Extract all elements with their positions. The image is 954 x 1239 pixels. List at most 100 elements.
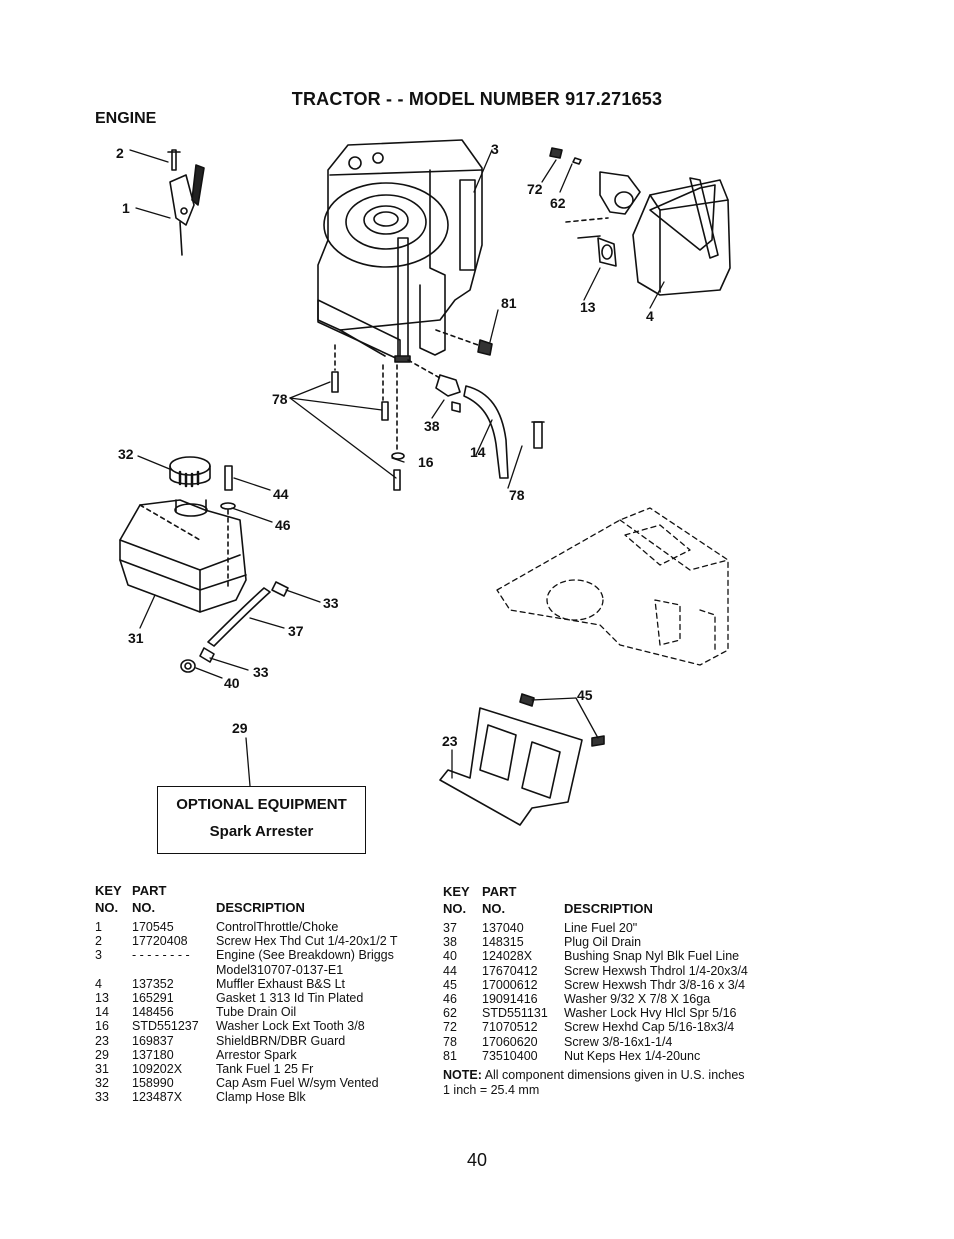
part-description: Washer Lock Ext Tooth 3/8	[216, 1019, 365, 1034]
part-description: Muffler Exhaust B&S Lt	[216, 976, 345, 991]
callout-3: 3	[491, 141, 499, 157]
base-plate-illustration	[496, 507, 729, 666]
part-number: 124028X	[482, 949, 533, 964]
part-number: 137180	[132, 1047, 174, 1062]
part-no-header: NO.	[482, 901, 506, 916]
part-number: 169837	[132, 1033, 174, 1048]
page-number: 40	[466, 1150, 488, 1170]
part-header: PART	[482, 884, 517, 899]
dimension-note: NOTE: All component dimensions given in …	[443, 1068, 745, 1097]
mounting-screws-illustration	[331, 344, 545, 491]
engine-illustration	[317, 139, 483, 363]
part-number: 148456	[132, 1005, 174, 1020]
optional-equipment-heading: OPTIONAL EQUIPMENT	[176, 796, 347, 813]
table-row: 29 137180 Arrestor Spark	[95, 1048, 435, 1062]
key-number: 4	[95, 976, 102, 991]
part-description: Tube Drain Oil	[216, 1005, 297, 1020]
callout-23: 23	[442, 733, 458, 749]
part-description: Tank Fuel 1 25 Fr	[216, 1062, 314, 1076]
part-description: Engine (See Breakdown) Briggs	[216, 948, 394, 963]
callout-4: 4	[646, 308, 654, 324]
key-number: 2	[95, 934, 102, 949]
table-row: Model310707-0137-E1	[95, 963, 435, 977]
part-number: 148315	[482, 935, 524, 950]
callout-37: 37	[288, 623, 304, 639]
table-row: 14 148456 Tube Drain Oil	[95, 1005, 435, 1019]
callout-33-upper: 33	[323, 595, 339, 611]
part-number: 17060620	[482, 1034, 538, 1049]
callout-33-lower: 33	[253, 664, 269, 680]
note-label: NOTE:	[443, 1068, 482, 1082]
part-description: Arrestor Spark	[216, 1047, 297, 1062]
fuel-tank-illustration	[119, 456, 247, 613]
callout-45: 45	[577, 687, 593, 703]
key-number: 33	[95, 1090, 109, 1105]
callout-13: 13	[580, 299, 596, 315]
table-row: 38 148315 Plug Oil Drain	[443, 935, 783, 949]
callout-29: 29	[232, 720, 248, 736]
callout-numbers: 2 1 3 72 62 81 13 4 78 38 14 16 78 32 44…	[116, 141, 654, 749]
key-number: 72	[443, 1020, 457, 1035]
key-number: 16	[95, 1019, 109, 1034]
description-header: DESCRIPTION	[564, 901, 653, 916]
key-header: KEY	[443, 884, 470, 899]
part-number: 71070512	[482, 1020, 538, 1035]
part-description: Washer Lock Hvy Hlcl Spr 5/16	[564, 1006, 737, 1021]
key-no-header: NO.	[443, 901, 467, 916]
part-description: Line Fuel 20"	[564, 921, 638, 935]
part-description: Nut Keps Hex 1/4-20unc	[564, 1048, 701, 1063]
callout-46: 46	[275, 517, 291, 533]
callout-40: 40	[224, 675, 240, 691]
key-number: 3	[95, 948, 102, 963]
leader-lines	[129, 149, 665, 787]
optional-equipment-box: OPTIONAL EQUIPMENT Spark Arrester	[157, 786, 366, 854]
note-text: All component dimensions given in U.S. i…	[484, 1068, 745, 1082]
key-number: 31	[95, 1062, 109, 1076]
key-number: 81	[443, 1048, 457, 1063]
part-description: Clamp Hose Blk	[216, 1090, 306, 1105]
callout-78-drain: 78	[509, 487, 525, 503]
description-header: DESCRIPTION	[216, 900, 305, 915]
callout-78-engine: 78	[272, 391, 288, 407]
callout-32: 32	[118, 446, 134, 462]
part-number: - - - - - - - -	[132, 948, 190, 963]
key-number: 14	[95, 1005, 109, 1020]
callout-72: 72	[527, 181, 543, 197]
key-number: 40	[443, 949, 457, 964]
exploded-parts-diagram: 2 1 3 72 62 81 13 4 78 38 14 16 78 32 44…	[116, 139, 731, 826]
callout-1: 1	[122, 200, 130, 216]
key-number: 62	[443, 1006, 457, 1021]
part-description: Screw Hexwsh Thdrol 1/4-20x3/4	[564, 963, 748, 978]
key-number: 23	[95, 1033, 109, 1048]
part-description: Gasket 1 313 Id Tin Plated	[216, 991, 364, 1005]
key-number: 38	[443, 935, 457, 950]
part-description: Screw Hexhd Cap 5/16-18x3/4	[564, 1020, 735, 1035]
callout-16: 16	[418, 454, 434, 470]
part-description: Plug Oil Drain	[564, 935, 642, 950]
muffler-illustration	[549, 147, 731, 296]
key-number: 78	[443, 1034, 457, 1049]
section-title: ENGINE	[95, 110, 157, 127]
callout-14: 14	[470, 444, 486, 460]
part-number: STD551237	[132, 1019, 199, 1034]
part-number: 137352	[132, 976, 174, 991]
part-description: Model310707-0137-E1	[216, 962, 344, 977]
part-description: Washer 9/32 X 7/8 X 16ga	[564, 992, 711, 1006]
callout-31: 31	[128, 630, 144, 646]
key-number: 46	[443, 992, 457, 1006]
key-number: 37	[443, 921, 457, 935]
table-row: 4 137352 Muffler Exhaust B&S Lt	[95, 977, 435, 991]
shield-guard-illustration	[439, 693, 605, 826]
callout-38: 38	[424, 418, 440, 434]
key-number: 29	[95, 1047, 109, 1062]
note-conversion: 1 inch = 25.4 mm	[443, 1082, 540, 1097]
part-description: Screw 3/8-16x1-1/4	[564, 1034, 673, 1049]
